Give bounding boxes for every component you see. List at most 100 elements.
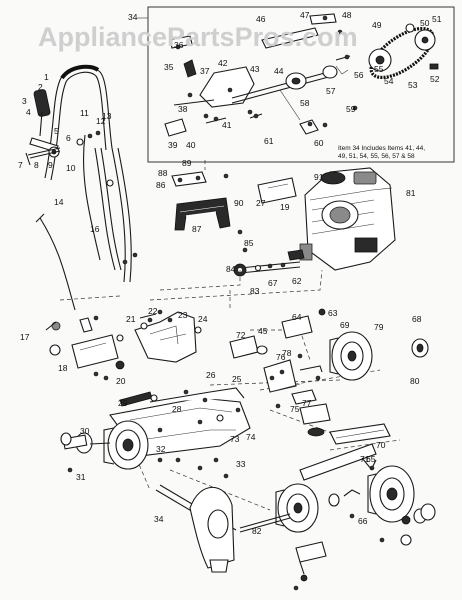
inset-note-line1: Item 34 Includes Items 41, 44, (338, 145, 425, 152)
callout-63: 63 (328, 308, 338, 318)
callout-12: 12 (96, 116, 106, 126)
callout-24: 24 (198, 314, 208, 324)
guard-plate (171, 171, 207, 187)
callout-60: 60 (314, 138, 324, 148)
callout-42: 42 (218, 58, 228, 68)
callout-76: 76 (276, 352, 286, 362)
callout-85: 85 (244, 238, 254, 248)
callout-44: 44 (274, 66, 284, 76)
callout-19: 19 (280, 202, 290, 212)
callout-53: 53 (408, 80, 418, 90)
callout-64: 64 (292, 312, 302, 322)
callout-77: 77 (302, 398, 312, 408)
callout-32: 32 (156, 444, 166, 454)
callout-13: 13 (102, 111, 112, 121)
callout-84: 84 (226, 264, 236, 274)
callout-87: 87 (192, 224, 202, 234)
callout-21: 21 (126, 314, 136, 324)
callout-51: 51 (432, 14, 442, 24)
callout-46: 46 (256, 14, 266, 24)
throttle-lever (33, 89, 51, 117)
callout-55: 55 (374, 64, 384, 74)
axle-bracket (299, 443, 377, 481)
callout-23: 23 (178, 310, 188, 320)
callout-74: 74 (246, 432, 256, 442)
callout-79: 79 (374, 322, 384, 332)
callout-5: 5 (54, 126, 59, 136)
callout-78: 78 (282, 348, 292, 358)
bottom-bracket (295, 541, 327, 563)
watermark: AppliancePartsPros.com (38, 22, 358, 52)
callout-35: 35 (164, 62, 174, 72)
callout-59: 59 (346, 104, 356, 114)
callout-40: 40 (186, 140, 196, 150)
callout-4: 4 (26, 107, 31, 117)
callout-28: 28 (172, 404, 182, 414)
callout-6: 6 (66, 133, 71, 143)
callout-71: 71 (360, 454, 370, 464)
control-rod (39, 217, 76, 311)
callout-36: 36 (174, 40, 184, 50)
callout-82: 82 (252, 526, 262, 536)
callout-91: 91 (314, 172, 324, 182)
callout-90: 90 (234, 198, 244, 208)
callout-57: 57 (326, 86, 336, 96)
inset-note-line2: 49, 51, 54, 55, 56, 57 & 58 (338, 153, 415, 160)
callout-17: 17 (20, 332, 30, 342)
callout-47: 47 (300, 10, 310, 20)
callout-38: 38 (178, 104, 188, 114)
callout-70: 70 (376, 440, 386, 450)
callout-68: 68 (412, 314, 422, 324)
callout-86: 86 (156, 180, 166, 190)
callout-20: 20 (116, 376, 126, 386)
callout-3: 3 (22, 96, 27, 106)
callout-61: 61 (264, 136, 274, 146)
callout-29: 29 (118, 398, 128, 408)
callout-26: 26 (206, 370, 216, 380)
idler-arm (261, 27, 319, 49)
callout-88: 88 (158, 168, 168, 178)
callout-89: 89 (182, 158, 192, 168)
fuel-cap (320, 171, 346, 185)
callout-11: 11 (80, 108, 89, 118)
callout-34: 34 (154, 514, 164, 524)
callout-81: 81 (406, 188, 416, 198)
callout-25: 25 (232, 374, 242, 384)
handle-grip (60, 64, 100, 80)
callout-58: 58 (300, 98, 310, 108)
callout-2: 2 (38, 82, 43, 92)
callout-45: 45 (258, 326, 268, 336)
callout-72: 72 (236, 330, 246, 340)
callout-37: 37 (200, 66, 210, 76)
lower-handle-right (94, 147, 116, 271)
callout-33: 33 (236, 459, 246, 469)
callout-56: 56 (354, 70, 364, 80)
callout-65: 65 (366, 454, 376, 464)
callout-22: 22 (148, 306, 158, 316)
callout-48: 48 (342, 10, 352, 20)
callout-8: 8 (34, 160, 39, 170)
callout-67: 67 (268, 278, 278, 288)
callout-31: 31 (76, 472, 86, 482)
callout-43: 43 (250, 64, 260, 74)
callout-27: 27 (256, 198, 266, 208)
callout-39: 39 (168, 140, 178, 150)
pivot-bracket (134, 311, 197, 363)
callout-75: 75 (290, 404, 300, 414)
callout-49: 49 (372, 20, 382, 30)
callout-9: 9 (48, 160, 53, 170)
callout-16: 16 (90, 224, 100, 234)
callout-50: 50 (420, 18, 430, 28)
callout-80: 80 (410, 376, 420, 386)
inset-box (147, 6, 455, 163)
callout-30: 30 (80, 426, 90, 436)
callout-41: 41 (222, 120, 232, 130)
bracket-64 (281, 315, 313, 339)
callout-62: 62 (292, 276, 302, 286)
callout-7: 7 (18, 160, 23, 170)
callout-83: 83 (250, 286, 260, 296)
callout-18: 18 (58, 363, 68, 373)
